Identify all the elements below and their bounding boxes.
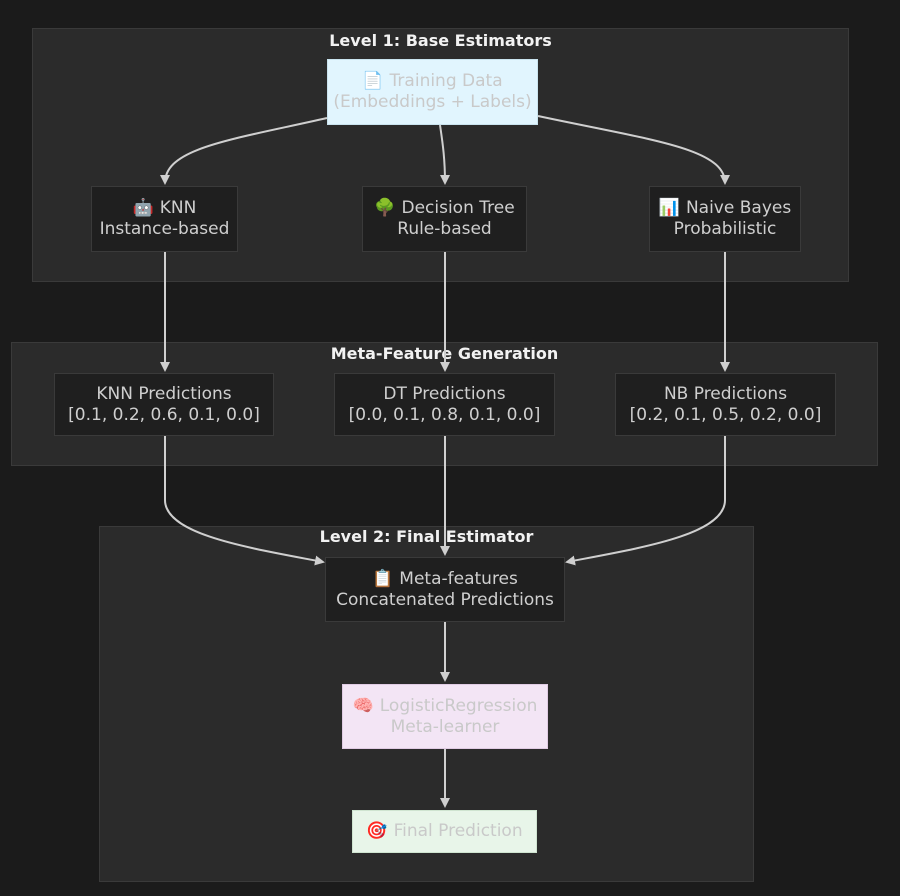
knn-label: KNN xyxy=(159,198,197,218)
meta-features-label: Meta-features xyxy=(399,568,518,589)
nb-pred-label: NB Predictions xyxy=(663,383,788,404)
edge-training-to-nbayes xyxy=(537,115,730,185)
knn-pred-label: KNN Predictions xyxy=(96,383,232,404)
tree-icon: 🌳 xyxy=(374,198,396,218)
cluster-level1-title: Level 1: Base Estimators xyxy=(329,31,552,50)
node-decision-tree: 🌳Decision Tree Rule-based xyxy=(362,186,527,252)
final-prediction-label: Final Prediction xyxy=(393,821,523,841)
node-final-prediction: 🎯Final Prediction xyxy=(352,810,537,853)
knn-pred-values: [0.1, 0.2, 0.6, 0.1, 0.0] xyxy=(68,404,260,425)
node-training-data: 📄Training Data (Embeddings + Labels) xyxy=(327,59,538,125)
node-knn-predictions: KNN Predictions [0.1, 0.2, 0.6, 0.1, 0.0… xyxy=(54,373,274,436)
node-knn: 🤖KNN Instance-based xyxy=(91,186,238,252)
brain-icon: 🧠 xyxy=(352,695,374,716)
logreg-label: LogisticRegression xyxy=(379,695,538,716)
dt-pred-label: DT Predictions xyxy=(383,383,506,404)
dtree-sublabel: Rule-based xyxy=(397,219,492,239)
node-logistic-regression: 🧠LogisticRegression Meta-learner xyxy=(342,684,548,749)
document-icon: 📄 xyxy=(362,71,384,91)
knn-sublabel: Instance-based xyxy=(99,219,230,239)
dt-pred-values: [0.0, 0.1, 0.8, 0.1, 0.0] xyxy=(348,404,541,425)
cluster-level2-title: Level 2: Final Estimator xyxy=(319,527,534,546)
node-naive-bayes: 📊Naive Bayes Probabilistic xyxy=(649,186,801,252)
training-data-sublabel: (Embeddings + Labels) xyxy=(333,92,532,112)
logreg-sublabel: Meta-learner xyxy=(390,716,500,737)
robot-icon: 🤖 xyxy=(132,198,154,218)
nb-pred-values: [0.2, 0.1, 0.5, 0.2, 0.0] xyxy=(629,404,822,425)
edge-nbpred-to-meta xyxy=(565,436,726,566)
node-meta-features: 📋Meta-features Concatenated Predictions xyxy=(325,557,565,622)
clipboard-icon: 📋 xyxy=(372,568,394,589)
bar-chart-icon: 📊 xyxy=(658,198,680,218)
meta-features-sublabel: Concatenated Predictions xyxy=(336,589,554,610)
dtree-label: Decision Tree xyxy=(401,198,515,218)
edge-training-to-knn xyxy=(160,117,328,185)
training-data-label: Training Data xyxy=(389,71,503,91)
node-nb-predictions: NB Predictions [0.2, 0.1, 0.5, 0.2, 0.0] xyxy=(615,373,836,436)
target-icon: 🎯 xyxy=(366,821,388,841)
edge-knnpred-to-meta xyxy=(164,436,325,566)
edge-training-to-dtree xyxy=(439,124,450,185)
nbayes-sublabel: Probabilistic xyxy=(673,219,777,239)
nbayes-label: Naive Bayes xyxy=(685,198,792,218)
node-dt-predictions: DT Predictions [0.0, 0.1, 0.8, 0.1, 0.0] xyxy=(334,373,555,436)
